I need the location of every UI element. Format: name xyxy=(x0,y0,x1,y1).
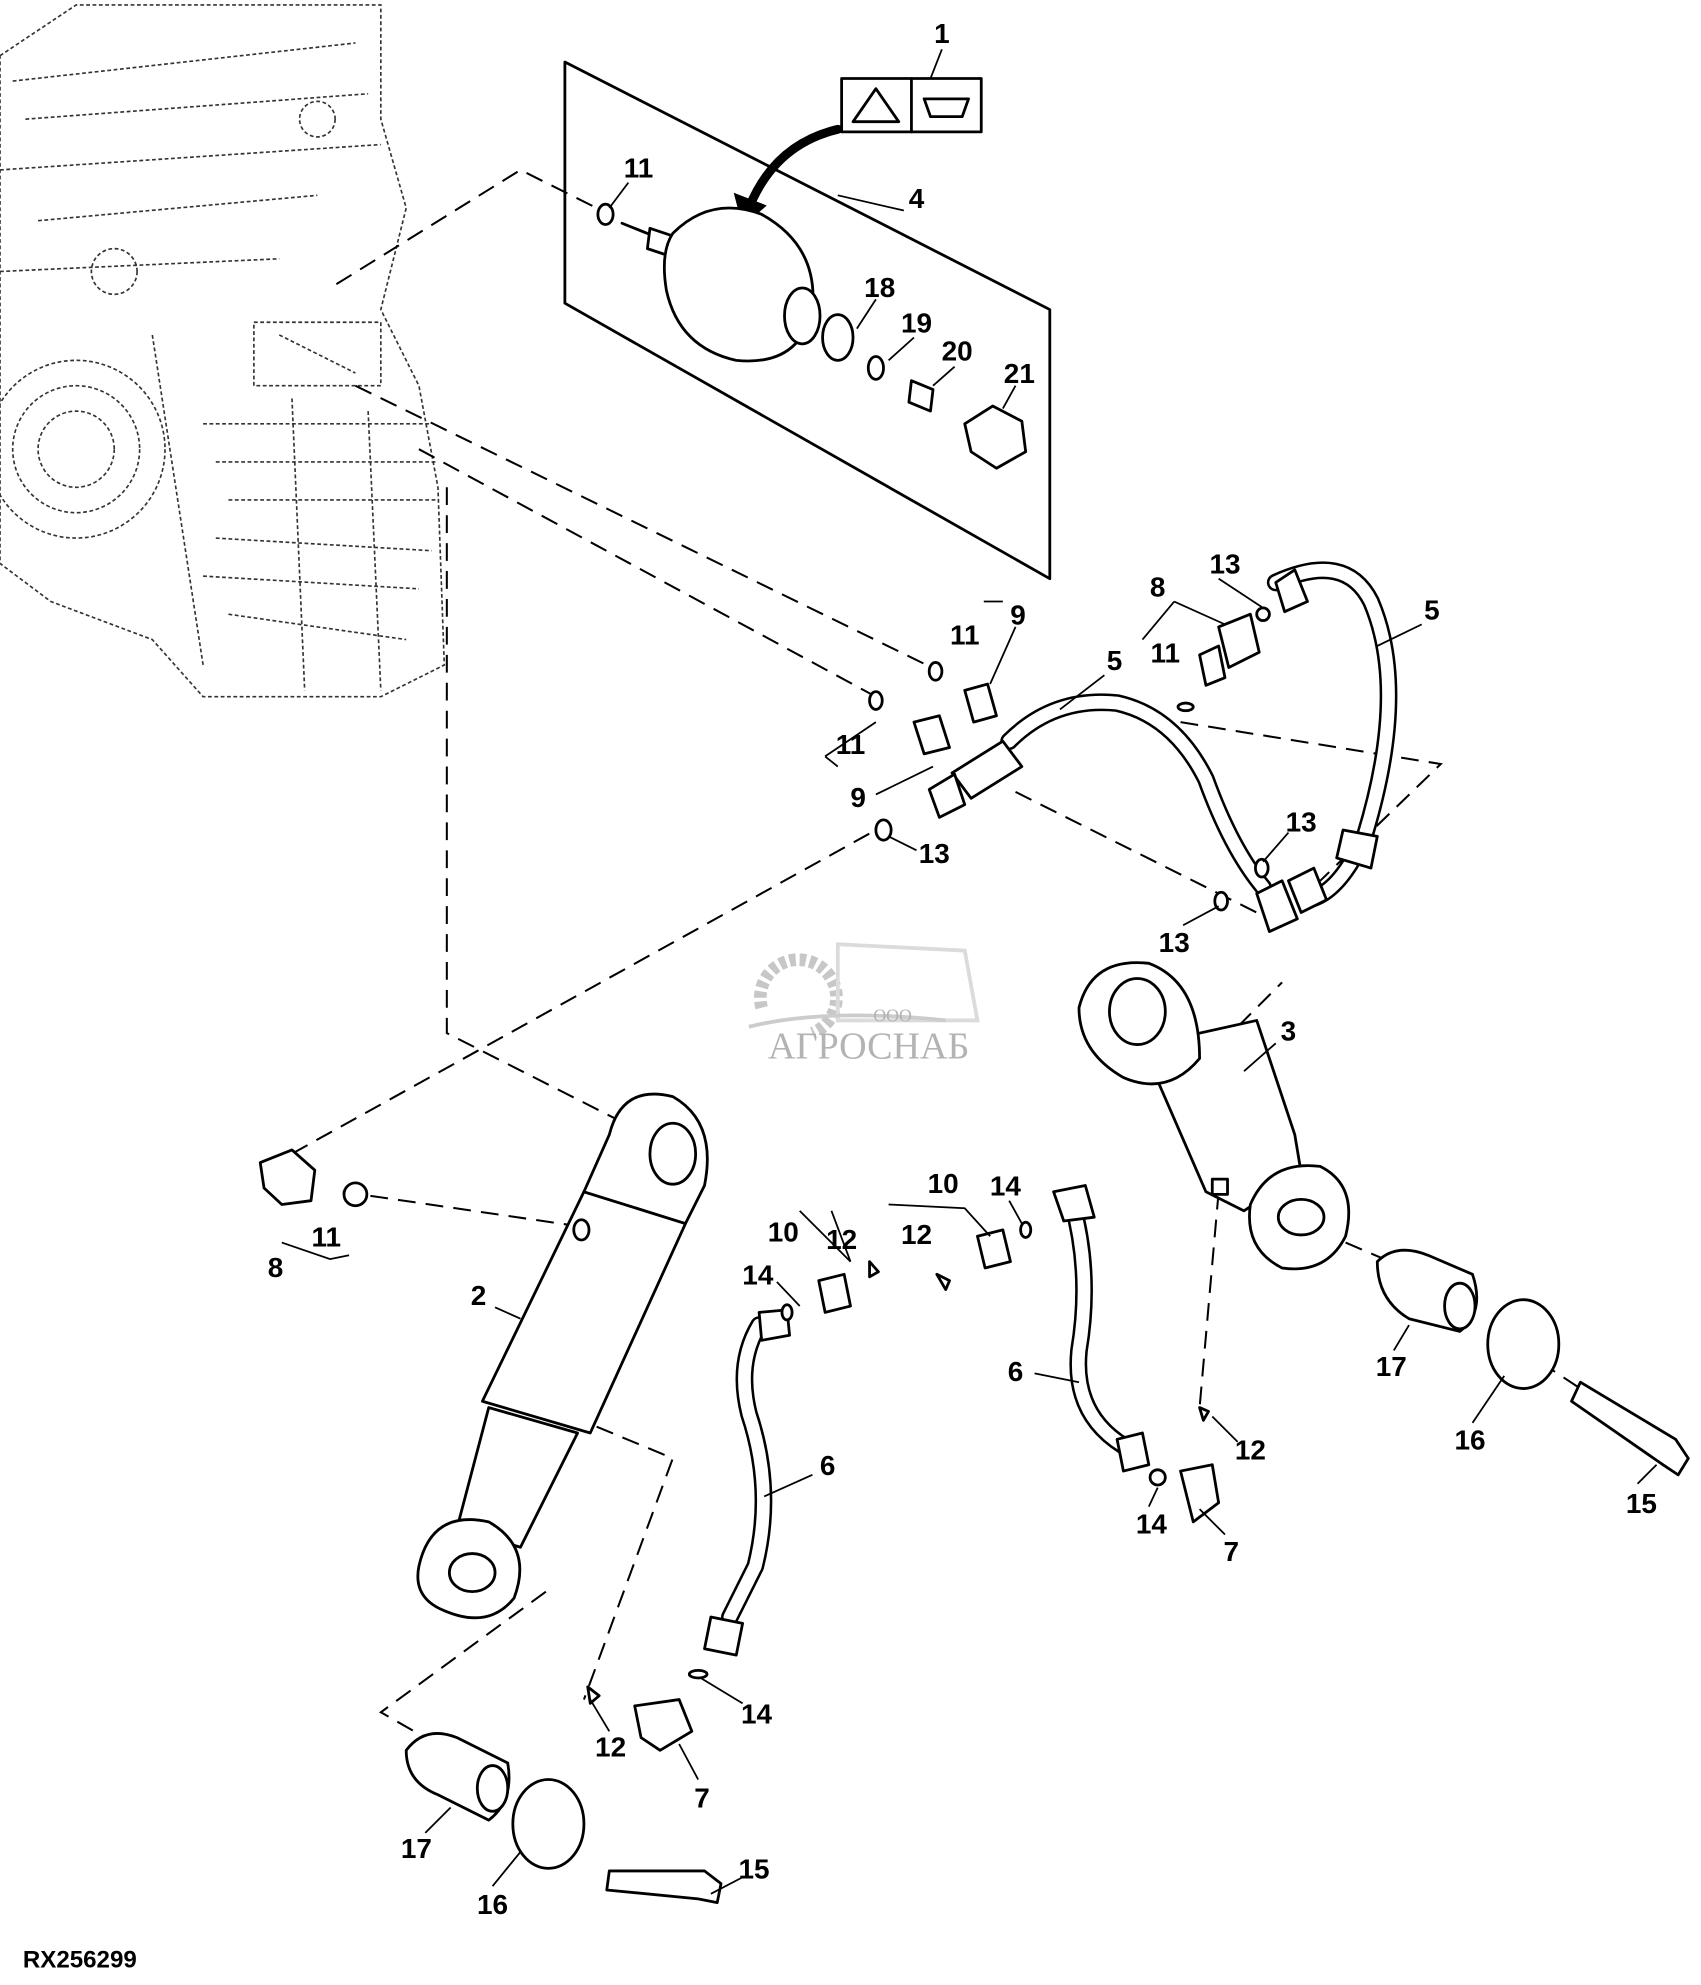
callout-16: 16 xyxy=(1454,1424,1485,1455)
callout-15: 15 xyxy=(739,1854,770,1885)
callout-14: 14 xyxy=(990,1171,1022,1202)
o-ring xyxy=(596,202,615,226)
callout-5: 5 xyxy=(1107,645,1123,676)
callout-6: 6 xyxy=(820,1450,836,1481)
callout-14: 14 xyxy=(742,1259,774,1290)
callout-11: 11 xyxy=(624,153,654,184)
washer-16-left xyxy=(511,1778,586,1870)
callout-7: 7 xyxy=(694,1782,710,1813)
callout-11: 11 xyxy=(1151,637,1181,668)
callout-13: 13 xyxy=(1159,927,1190,958)
callout-11: 11 xyxy=(311,1221,341,1252)
callout-5: 5 xyxy=(1424,594,1440,625)
o-ring xyxy=(342,1181,369,1208)
callout-15: 15 xyxy=(1626,1488,1657,1519)
callout-21: 21 xyxy=(1004,358,1035,389)
callout-9: 9 xyxy=(1010,599,1026,630)
callout-11: 11 xyxy=(950,620,980,651)
hoses xyxy=(868,561,1398,933)
callout-12: 12 xyxy=(826,1224,857,1255)
callout-14: 14 xyxy=(1136,1508,1168,1539)
callout-11: 11 xyxy=(836,729,866,760)
callout-8: 8 xyxy=(268,1252,284,1283)
accumulator-kit-panel xyxy=(563,60,1052,581)
cap xyxy=(963,404,1028,470)
callout-1: 1 xyxy=(934,18,950,49)
callout-13: 13 xyxy=(919,838,950,869)
callouts: 1 11 4 18 19 20 21 13 8 5 9 11 11 5 11 9… xyxy=(268,18,1657,1920)
fitting-8 xyxy=(1217,612,1261,669)
callout-8: 8 xyxy=(1150,571,1166,602)
callout-12: 12 xyxy=(901,1219,932,1250)
callout-17: 17 xyxy=(401,1833,432,1864)
watermark-logo: ООО АГРОСНАБ xyxy=(748,942,980,1068)
callout-3: 3 xyxy=(1281,1016,1297,1047)
callout-leaders xyxy=(281,49,1658,1895)
hydraulic-cylinder-2 xyxy=(416,1092,709,1620)
washer-16-right xyxy=(1486,1298,1561,1390)
callout-13: 13 xyxy=(1286,806,1317,837)
watermark-name: АГРОСНАБ xyxy=(768,1026,969,1068)
bolt-15-right xyxy=(1570,1380,1690,1477)
callout-14: 14 xyxy=(741,1699,773,1730)
manual-book-icon xyxy=(922,97,970,119)
bolt-15-left xyxy=(605,1869,723,1905)
callout-4: 4 xyxy=(909,183,925,214)
watermark-prefix: ООО xyxy=(873,1006,912,1026)
callout-18: 18 xyxy=(864,272,895,303)
callout-20: 20 xyxy=(942,335,973,366)
warning-triangle-icon xyxy=(851,87,901,124)
o-ring-18 xyxy=(821,313,855,362)
callout-10: 10 xyxy=(928,1168,959,1199)
callout-10: 10 xyxy=(768,1216,799,1247)
callout-12: 12 xyxy=(1235,1435,1266,1466)
callout-6: 6 xyxy=(1008,1356,1024,1387)
transmission-housing-outline xyxy=(0,4,446,698)
callout-12: 12 xyxy=(595,1732,626,1763)
pins-washers-bolts xyxy=(404,1248,1690,1905)
callout-7: 7 xyxy=(1224,1536,1240,1567)
hoses-6 xyxy=(586,1184,1221,1752)
callout-2: 2 xyxy=(471,1280,487,1311)
callout-9: 9 xyxy=(850,782,866,813)
callout-13: 13 xyxy=(1209,549,1240,580)
callout-17: 17 xyxy=(1376,1351,1407,1382)
hydraulic-cylinder-3 xyxy=(1077,961,1351,1271)
fitting-8-left xyxy=(258,1148,317,1206)
callout-16: 16 xyxy=(477,1889,508,1920)
callout-19: 19 xyxy=(901,307,932,338)
figure-reference: RX256299 xyxy=(23,1946,137,1973)
